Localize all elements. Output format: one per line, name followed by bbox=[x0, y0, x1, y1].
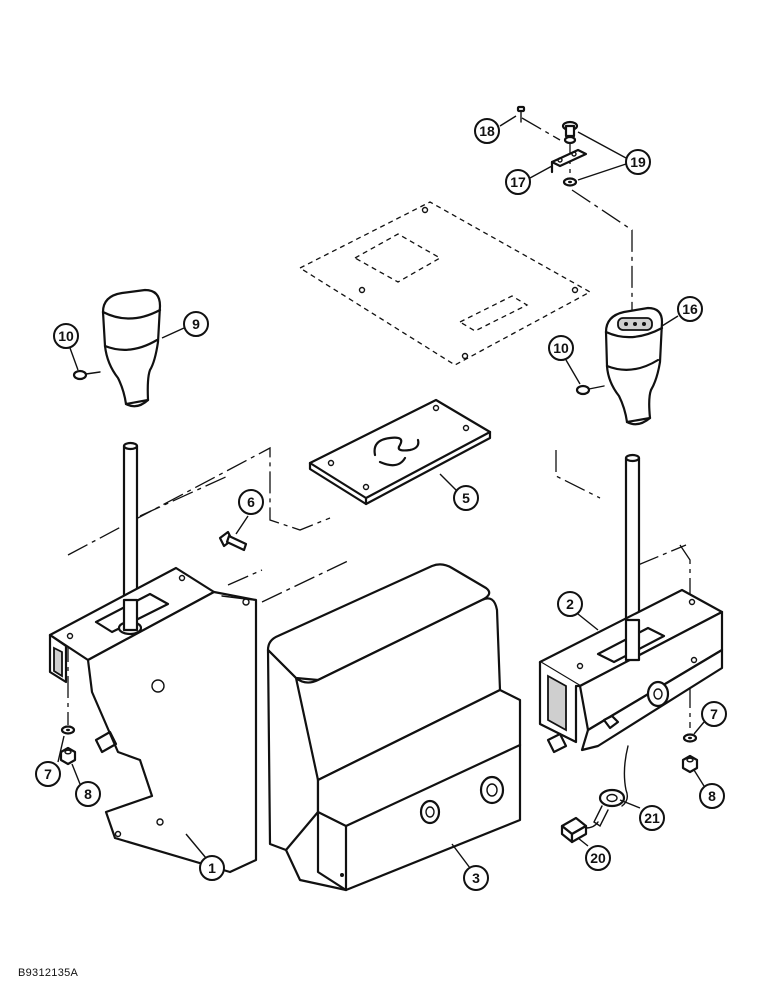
svg-text:8: 8 bbox=[708, 788, 716, 804]
svg-text:10: 10 bbox=[58, 328, 74, 344]
bolt-part-6 bbox=[218, 530, 248, 552]
floor-plate-outline bbox=[298, 201, 592, 366]
lever-knob-part-9 bbox=[101, 288, 162, 408]
set-screw-left-part-10 bbox=[72, 369, 101, 381]
callout-5: 5 bbox=[439, 473, 479, 511]
washer-right-part-7 bbox=[682, 733, 698, 743]
svg-text:10: 10 bbox=[553, 340, 569, 356]
callout-17: 17 bbox=[505, 165, 553, 195]
svg-text:3: 3 bbox=[472, 870, 480, 886]
svg-text:5: 5 bbox=[462, 490, 470, 506]
callout-21: 21 bbox=[619, 799, 665, 831]
svg-text:9: 9 bbox=[192, 316, 200, 332]
svg-text:16: 16 bbox=[682, 301, 698, 317]
figure-id-label: B9312135A bbox=[18, 967, 79, 979]
bracket-part-2 bbox=[538, 588, 724, 807]
lever-rod-right bbox=[624, 453, 641, 640]
callout-2: 2 bbox=[557, 591, 599, 631]
set-screw-right-part-10 bbox=[575, 384, 605, 396]
switch-button-part-19 bbox=[561, 120, 579, 187]
callout-6: 6 bbox=[235, 489, 264, 535]
svg-text:21: 21 bbox=[644, 810, 660, 826]
svg-text:8: 8 bbox=[84, 786, 92, 802]
switch-plate-part-17 bbox=[550, 148, 588, 174]
washer-left-part-7 bbox=[60, 725, 76, 735]
switch-screw-part-18 bbox=[516, 105, 526, 123]
callout-10-left: 10 bbox=[53, 323, 79, 371]
svg-text:7: 7 bbox=[710, 706, 718, 722]
nut-left-part-8 bbox=[59, 746, 77, 766]
svg-text:19: 19 bbox=[630, 154, 646, 170]
callout-3: 3 bbox=[451, 843, 489, 891]
svg-text:2: 2 bbox=[566, 596, 574, 612]
callout-16: 16 bbox=[661, 296, 703, 327]
svg-text:20: 20 bbox=[590, 850, 606, 866]
bracket-part-1 bbox=[48, 566, 258, 874]
lever-knob-part-16 bbox=[604, 306, 664, 426]
wire-clip-part-21 bbox=[593, 788, 626, 828]
svg-text:7: 7 bbox=[44, 766, 52, 782]
nut-right-part-8 bbox=[681, 754, 699, 774]
callout-1: 1 bbox=[185, 833, 225, 881]
callout-10-right: 10 bbox=[548, 335, 581, 385]
callout-7-left: 7 bbox=[35, 735, 65, 787]
callout-8-left: 8 bbox=[71, 763, 101, 807]
callout-8-right: 8 bbox=[693, 769, 725, 809]
svg-text:17: 17 bbox=[510, 174, 526, 190]
connector-part-20 bbox=[560, 816, 599, 844]
callout-9: 9 bbox=[161, 311, 209, 339]
svg-text:6: 6 bbox=[247, 494, 255, 510]
svg-text:1: 1 bbox=[208, 860, 216, 876]
callout-20: 20 bbox=[577, 837, 611, 871]
assembly-leader-lines bbox=[67, 117, 691, 728]
callout-19: 19 bbox=[577, 131, 651, 181]
callout-18: 18 bbox=[474, 115, 517, 144]
svg-text:18: 18 bbox=[479, 123, 495, 139]
callout-7-right: 7 bbox=[693, 701, 727, 735]
plate-part-5 bbox=[308, 398, 492, 506]
console-cover-part-3 bbox=[266, 563, 522, 892]
